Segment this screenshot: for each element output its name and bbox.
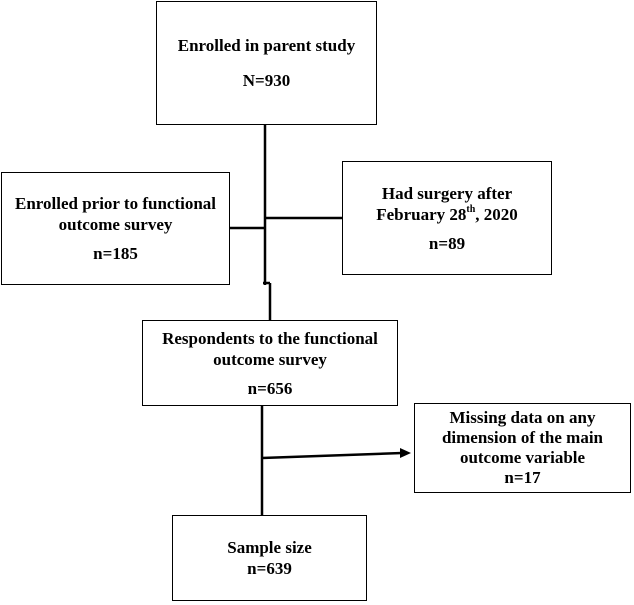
box-count: n=17 [504, 468, 541, 487]
box-label: Respondents to the functional [162, 328, 378, 348]
box-count: n=656 [247, 378, 293, 398]
box-enrolled-parent-study: Enrolled in parent study N=930 [156, 1, 377, 125]
box-label: outcome survey [213, 349, 327, 369]
box-label: Enrolled in parent study [177, 36, 356, 55]
box-surgery-after-date: Had surgery after February 28th, 2020 n=… [342, 161, 552, 275]
box-missing-data: Missing data on any dimension of the mai… [414, 403, 631, 493]
box-label: Missing data on any [449, 408, 596, 427]
box-count: n=185 [93, 244, 138, 263]
box-enrolled-prior: Enrolled prior to functional outcome sur… [1, 172, 230, 285]
box-label: outcome variable [459, 448, 586, 467]
connector-to-missing [261, 451, 403, 460]
box-label: dimension of the main [441, 428, 604, 447]
box-label-date: February 28th, 2020 [376, 203, 518, 224]
box-count: n=639 [247, 559, 292, 578]
box-label: Enrolled prior to functional [14, 194, 217, 213]
arrowhead-icon [400, 448, 411, 458]
box-label: outcome survey [58, 215, 173, 234]
box-sample-size: Sample size n=639 [172, 515, 367, 601]
box-count: n=89 [428, 233, 466, 253]
box-label: Sample size [227, 538, 312, 557]
box-count: N=930 [242, 71, 291, 90]
box-label: Had surgery after [381, 183, 513, 203]
box-respondents: Respondents to the functional outcome su… [142, 320, 398, 406]
